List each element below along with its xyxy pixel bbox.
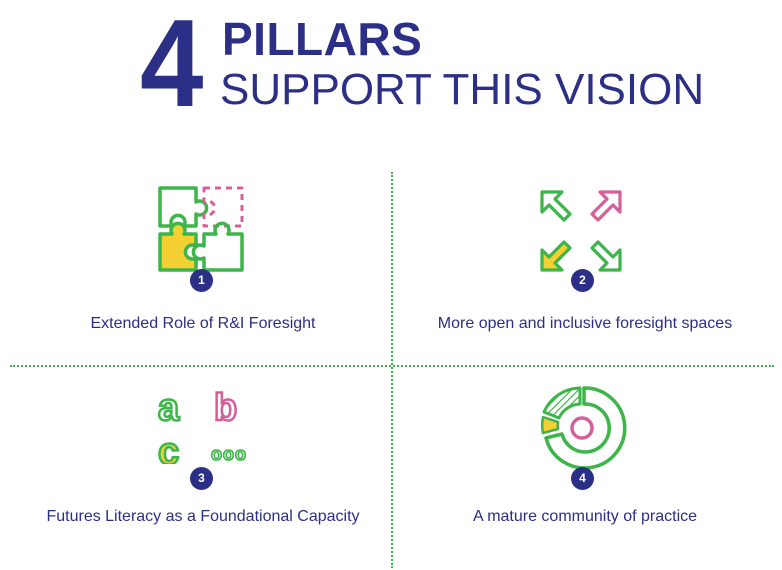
expand-arrows-icon	[536, 186, 626, 281]
puzzle-icon	[156, 184, 248, 281]
horizontal-divider	[10, 365, 774, 367]
pillar-4: 4 A mature community of practice	[390, 370, 780, 565]
pillar-3-number-badge: 3	[190, 467, 213, 490]
alphabet-icon: a b c ooo	[156, 384, 256, 475]
vertical-divider	[391, 172, 393, 568]
pillar-3: a b c ooo 3 Futures Literacy as a Founda…	[8, 370, 398, 565]
big-number: 4	[140, 0, 204, 133]
pillar-3-label: Futures Literacy as a Foundational Capac…	[46, 508, 360, 525]
title-subtitle: SUPPORT THIS VISION	[220, 65, 705, 114]
pillar-1-number-badge: 1	[190, 269, 213, 292]
pillar-4-number-badge: 4	[571, 467, 594, 490]
pillar-2-number-badge: 2	[571, 269, 594, 292]
pillar-2-label: More open and inclusive foresight spaces	[437, 315, 733, 332]
letter-a: a	[158, 387, 180, 429]
pillar-1-label: Extended Role of R&I Foresight	[90, 315, 316, 332]
letter-c: c	[158, 431, 179, 464]
donut-chart-icon	[536, 382, 628, 479]
letter-ellipsis: ooo	[211, 444, 247, 464]
title-bold: PILLARS	[222, 13, 423, 65]
pillar-4-label: A mature community of practice	[472, 508, 698, 525]
letter-b: b	[214, 387, 237, 429]
pillar-2: 2 More open and inclusive foresight spac…	[390, 170, 780, 360]
pillar-1: 1 Extended Role of R&I Foresight	[8, 170, 398, 360]
